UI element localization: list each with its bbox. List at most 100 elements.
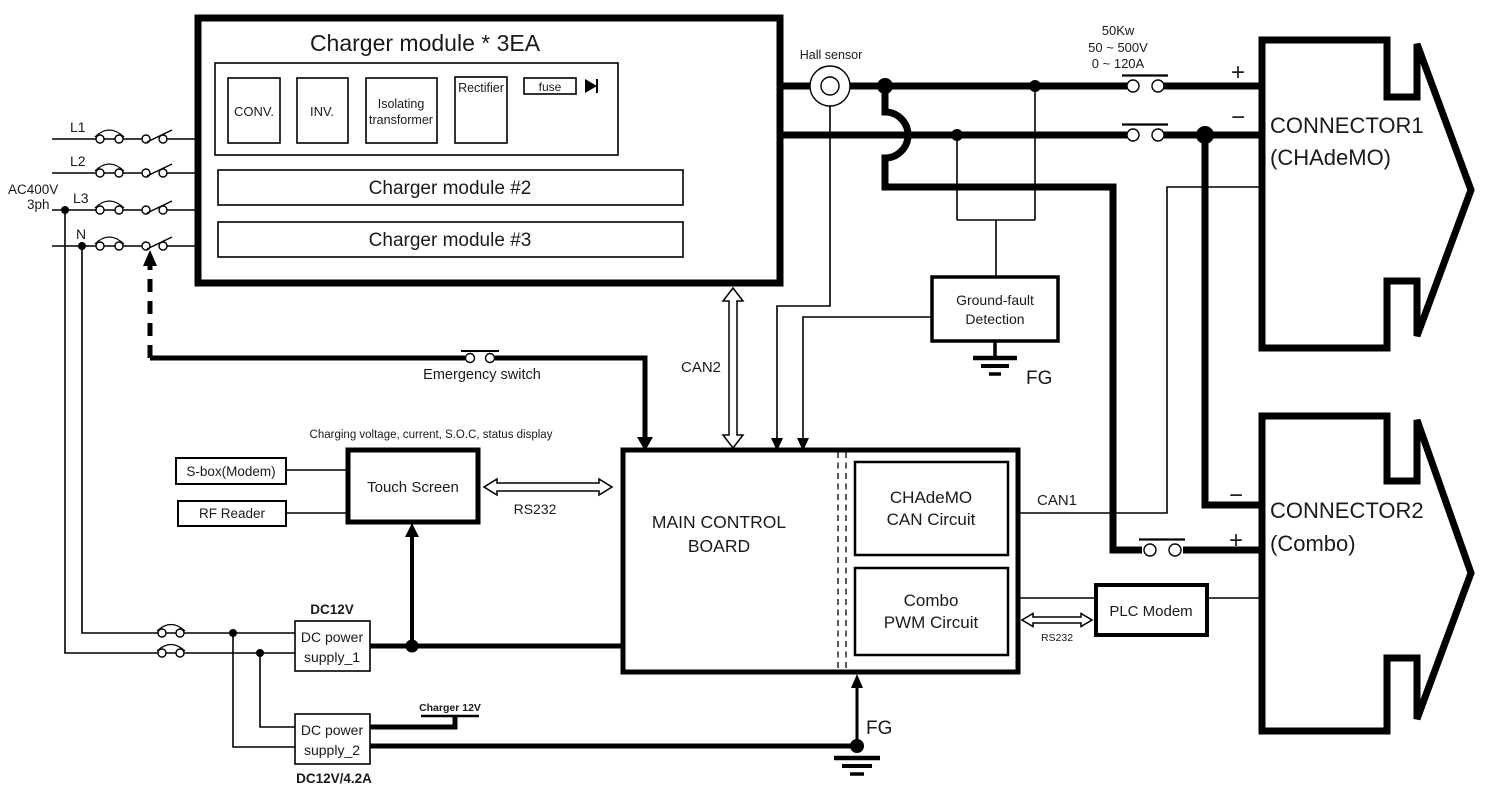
connector1-name: CONNECTOR1 xyxy=(1270,113,1424,138)
gfd-box xyxy=(930,275,1060,343)
fuse-box xyxy=(523,77,577,95)
l3-label: L3 xyxy=(73,190,89,206)
arrow-into-board-gfd xyxy=(797,438,809,451)
dc-bus-wires xyxy=(653,82,1262,554)
connector2-name: CONNECTOR2 xyxy=(1270,498,1424,523)
module2-box xyxy=(217,169,684,206)
sbox-modem-label: S-box(Modem) xyxy=(186,464,275,479)
isolating-label-2: transformer xyxy=(369,113,433,127)
rf-reader-label: RF Reader xyxy=(199,506,266,521)
connector1-shape xyxy=(1258,36,1475,352)
main-board-ground: FG xyxy=(834,718,892,776)
arrow-up-dashed xyxy=(143,250,157,266)
module2-label: Charger module #2 xyxy=(369,178,532,199)
board-divider-dashed xyxy=(837,452,847,670)
gfd-fg-label: FG xyxy=(1026,368,1052,389)
rating-power: 50Kw xyxy=(1102,23,1135,38)
main-control-board: MAIN CONTROL BOARD CHAdeMO CAN Circuit C… xyxy=(620,447,1021,675)
hall-sensor: Hall sensor xyxy=(800,48,863,107)
connector1-minus: − xyxy=(1231,104,1245,131)
rectifier-box xyxy=(454,76,508,144)
charger-module-block: Charger module * 3EA CONV. INV. Isolatin… xyxy=(194,14,784,287)
plc-rs232-label: RS232 xyxy=(1041,632,1073,644)
plc-modem-group: PLC Modem RS232 xyxy=(1020,583,1209,644)
isolating-label-1: Isolating xyxy=(378,97,425,111)
connector1: CONNECTOR1 (CHAdeMO) xyxy=(1258,36,1475,352)
emergency-switch-label: Emergency switch xyxy=(423,367,541,383)
rs232-small-arrow xyxy=(1020,612,1094,628)
connector1-plus: + xyxy=(1231,59,1245,86)
dc-supply2-label-2: supply_2 xyxy=(304,742,360,758)
module3-label: Charger module #3 xyxy=(369,230,532,251)
ac-phase-label: 3ph xyxy=(27,197,50,212)
dc-contactors xyxy=(1122,74,1185,557)
can2-label: CAN2 xyxy=(681,359,721,376)
combo-pwm-circuit-box xyxy=(853,566,1010,657)
inv-label: INV. xyxy=(310,104,334,119)
fuse-label: fuse xyxy=(539,80,562,94)
charger12v-label: Charger 12V xyxy=(419,702,481,714)
l2-label: L2 xyxy=(70,153,86,169)
inv-box xyxy=(296,77,349,144)
connector2-minus: − xyxy=(1229,482,1243,509)
connector1-standard: (CHAdeMO) xyxy=(1270,145,1391,170)
dc-supply2-label-1: DC power xyxy=(301,722,364,738)
rf-reader-box xyxy=(177,500,287,527)
combo-pwm-label-2: PWM Circuit xyxy=(884,613,979,632)
ac-input-labels: L1 L2 L3 N AC400V 3ph xyxy=(8,119,89,242)
ac-voltage-label: AC400V xyxy=(8,182,58,197)
main-board-label-2: BOARD xyxy=(688,536,750,556)
connector2-shape xyxy=(1258,412,1475,735)
gfd-label-2: Detection xyxy=(965,311,1024,327)
rating-current: 0 ~ 120A xyxy=(1092,56,1145,71)
power-and-emergency-wires xyxy=(143,250,863,749)
plc-modem-label: PLC Modem xyxy=(1109,603,1192,620)
ground-fault-detection: Ground-fault Detection FG xyxy=(930,275,1060,389)
arrow-into-board-fg xyxy=(851,674,863,688)
touch-screen-label: Touch Screen xyxy=(367,479,459,496)
dc-supply1-label-2: supply_1 xyxy=(304,649,360,665)
dc12v-42a-label: DC12V/4.2A xyxy=(296,771,372,786)
module3-box xyxy=(217,221,684,258)
chademo-can-circuit-box xyxy=(853,460,1010,557)
isolating-transformer-box xyxy=(365,77,438,144)
can2-bus: CAN2 xyxy=(681,286,745,450)
dc-rating-labels: 50Kw 50 ~ 500V 0 ~ 120A + − − + xyxy=(1088,23,1245,554)
ac-protection-symbols xyxy=(94,129,499,658)
dc-supply1-label-1: DC power xyxy=(301,629,364,645)
rectifier-label: Rectifier xyxy=(458,81,504,95)
connector2-plus: + xyxy=(1229,527,1243,554)
touch-screen-box xyxy=(345,447,481,525)
chademo-can-label-2: CAN Circuit xyxy=(887,510,976,529)
sbox-modem-box xyxy=(175,457,287,485)
arrow-into-board-hall xyxy=(771,438,783,451)
dc-supply2-box xyxy=(294,713,371,765)
hmi-group: Charging voltage, current, S.O.C, status… xyxy=(175,429,614,527)
rating-voltage: 50 ~ 500V xyxy=(1088,40,1148,55)
dc-power-supplies: DC12V DC power supply_1 DC power supply_… xyxy=(294,602,481,786)
rs232-double-arrow xyxy=(482,477,614,497)
can1-label: CAN1 xyxy=(1037,492,1077,509)
main-board-label-1: MAIN CONTROL xyxy=(652,512,786,532)
diode-icon xyxy=(585,79,597,93)
hall-sensor-label: Hall sensor xyxy=(800,48,863,62)
arrow-into-board-emergency xyxy=(637,437,653,451)
board-fg-label: FG xyxy=(866,718,892,739)
connector2: CONNECTOR2 (Combo) xyxy=(1258,412,1475,735)
display-caption: Charging voltage, current, S.O.C, status… xyxy=(310,429,553,441)
dc-supply1-box xyxy=(294,620,371,672)
conv-box xyxy=(227,77,281,144)
dc12v-label: DC12V xyxy=(310,602,354,617)
arrow-into-touchscreen xyxy=(405,523,419,537)
rs232-label: RS232 xyxy=(514,501,557,517)
plc-modem-box xyxy=(1094,583,1209,637)
conv-label: CONV. xyxy=(234,104,274,119)
connector2-standard: (Combo) xyxy=(1270,531,1356,556)
chademo-can-label-1: CHAdeMO xyxy=(890,488,972,507)
charger-title: Charger module * 3EA xyxy=(310,30,541,56)
gfd-label-1: Ground-fault xyxy=(956,292,1034,308)
l1-label: L1 xyxy=(70,119,86,135)
combo-pwm-label-1: Combo xyxy=(904,591,959,610)
